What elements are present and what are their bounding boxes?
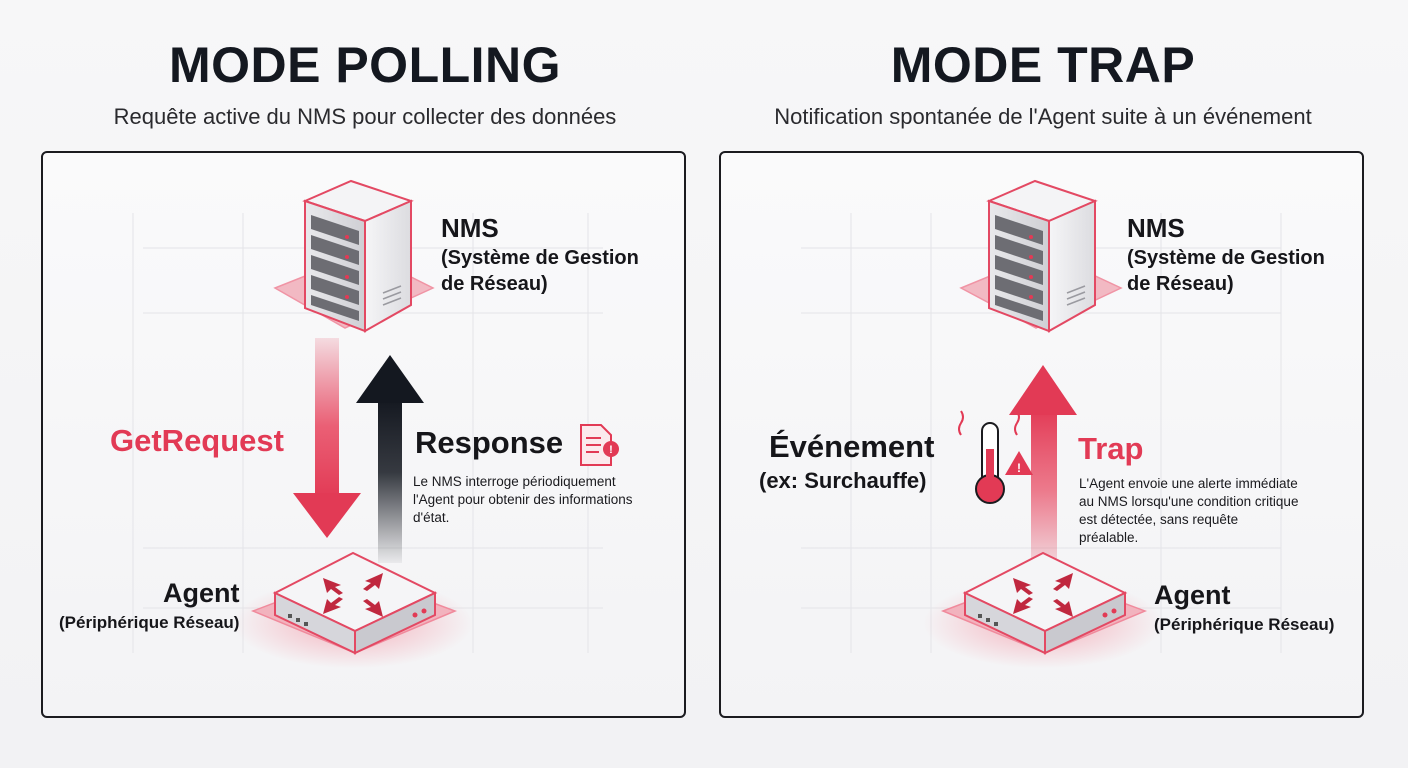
trap-diagram: !	[801, 179, 1282, 668]
trap-panel: ! NMS (Système de Gestion de Réseau)	[719, 151, 1364, 718]
trap-nms-title: NMS	[1127, 213, 1185, 243]
polling-agent-title: Agent	[163, 578, 240, 608]
polling-heading: MODE POLLING Requête active du NMS pour …	[40, 36, 690, 130]
getrequest-label: GetRequest	[110, 423, 284, 458]
trap-label: Trap	[1078, 431, 1144, 466]
polling-diagram: !	[132, 179, 619, 668]
trap-title: MODE TRAP	[890, 37, 1196, 93]
polling-nms-subtitle-2: de Réseau)	[441, 273, 548, 295]
response-label: Response	[415, 425, 564, 460]
agent-router-icon	[923, 551, 1163, 668]
trap-arrow	[1009, 365, 1077, 573]
polling-description-line-3: d'état.	[413, 510, 450, 525]
nms-server-icon	[273, 179, 435, 333]
trap-nms-subtitle-2: de Réseau)	[1127, 273, 1234, 295]
thermometer-alert-icon: !	[958, 410, 1033, 504]
trap-description-line-1: L'Agent envoie une alerte immédiate	[1079, 476, 1298, 491]
polling-nms-title: NMS	[441, 213, 499, 243]
response-arrow	[356, 355, 424, 563]
trap-agent-subtitle: (Périphérique Réseau)	[1154, 615, 1335, 634]
getrequest-arrow	[293, 338, 361, 538]
polling-panel: ! NMS (Système de Gestion de Réseau)	[41, 151, 686, 718]
polling-agent-subtitle: (Périphérique Réseau)	[59, 613, 240, 632]
polling-description: Le NMS interroge périodiquement l'Agent …	[413, 473, 683, 527]
event-example-label: (ex: Surchauffe)	[759, 468, 927, 493]
agent-router-icon	[233, 551, 473, 668]
trap-subtitle: Notification spontanée de l'Agent suite …	[774, 104, 1312, 129]
trap-description-line-2: au NMS lorsqu'une condition critique	[1079, 494, 1299, 509]
trap-description-line-4: préalable.	[1079, 530, 1139, 545]
trap-description-line-3: est détectée, sans requête	[1079, 512, 1239, 527]
svg-text:!: !	[1017, 461, 1021, 475]
svg-text:!: !	[609, 444, 613, 456]
trap-nms-subtitle-1: (Système de Gestion	[1127, 247, 1325, 269]
polling-nms-subtitle-1: (Système de Gestion	[441, 247, 639, 269]
document-alert-icon: !	[580, 424, 619, 466]
polling-description-line-1: Le NMS interroge périodiquement	[413, 474, 616, 489]
event-label: Événement	[769, 429, 935, 464]
polling-title: MODE POLLING	[168, 37, 562, 93]
polling-description-line-2: l'Agent pour obtenir des informations	[413, 492, 633, 507]
background-grid	[132, 213, 603, 653]
nms-server-icon	[959, 179, 1123, 333]
trap-agent-title: Agent	[1154, 580, 1231, 610]
trap-heading: MODE TRAP Notification spontanée de l'Ag…	[718, 36, 1368, 130]
trap-description: L'Agent envoie une alerte immédiate au N…	[1079, 475, 1359, 547]
polling-subtitle: Requête active du NMS pour collecter des…	[113, 104, 617, 129]
